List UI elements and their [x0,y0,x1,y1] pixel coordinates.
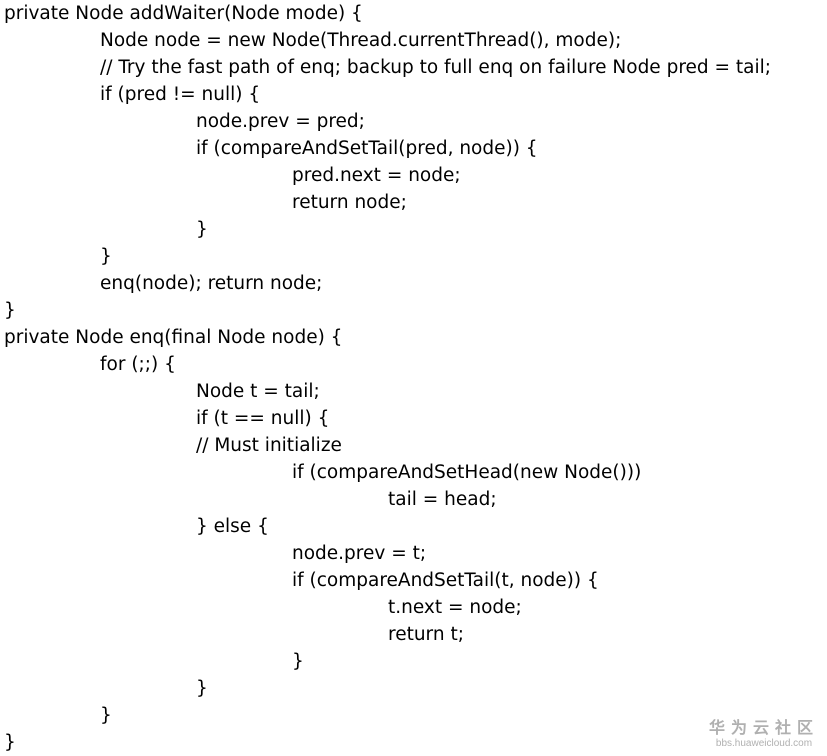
code-line: } [100,705,112,726]
code-line: if (t == null) { [196,408,330,429]
code-line: Node node = new Node(Thread.currentThrea… [100,30,622,51]
code-line: tail = head; [388,489,497,510]
code-line: private Node addWaiter(Node mode) { [4,3,363,24]
code-line: // Try the fast path of enq; backup to f… [100,57,772,78]
code-line: } [196,678,208,699]
code-line: } [196,219,208,240]
code-line: Node t = tail; [196,381,320,402]
code-line: if (compareAndSetTail(t, node)) { [292,570,599,591]
code-line: } [100,246,112,267]
code-line: if (pred != null) { [100,84,261,105]
watermark-title: 华为云社区 [708,718,819,737]
code-line: private Node enq(final Node node) { [4,327,343,348]
code-line: pred.next = node; [292,165,461,186]
code-line: enq(node); return node; [100,273,323,294]
code-line: } [292,651,304,672]
watermark: 华为云社区 bbs.huaweicloud.com [709,718,819,750]
code-line: t.next = node; [388,597,522,618]
code-line: return t; [388,624,464,645]
watermark-url: bbs.huaweicloud.com [715,738,813,749]
code-line: } [4,732,16,753]
code-line: node.prev = t; [292,543,427,564]
code-line: return node; [292,192,407,213]
code-line: node.prev = pred; [196,111,365,132]
code-line: } else { [196,516,269,537]
code-line: if (compareAndSetTail(pred, node)) { [196,138,538,159]
code-line: if (compareAndSetHead(new Node())) [292,462,642,483]
code-line: // Must initialize [196,435,342,456]
code-line: for (;;) { [100,354,176,375]
code-line: } [4,300,16,321]
